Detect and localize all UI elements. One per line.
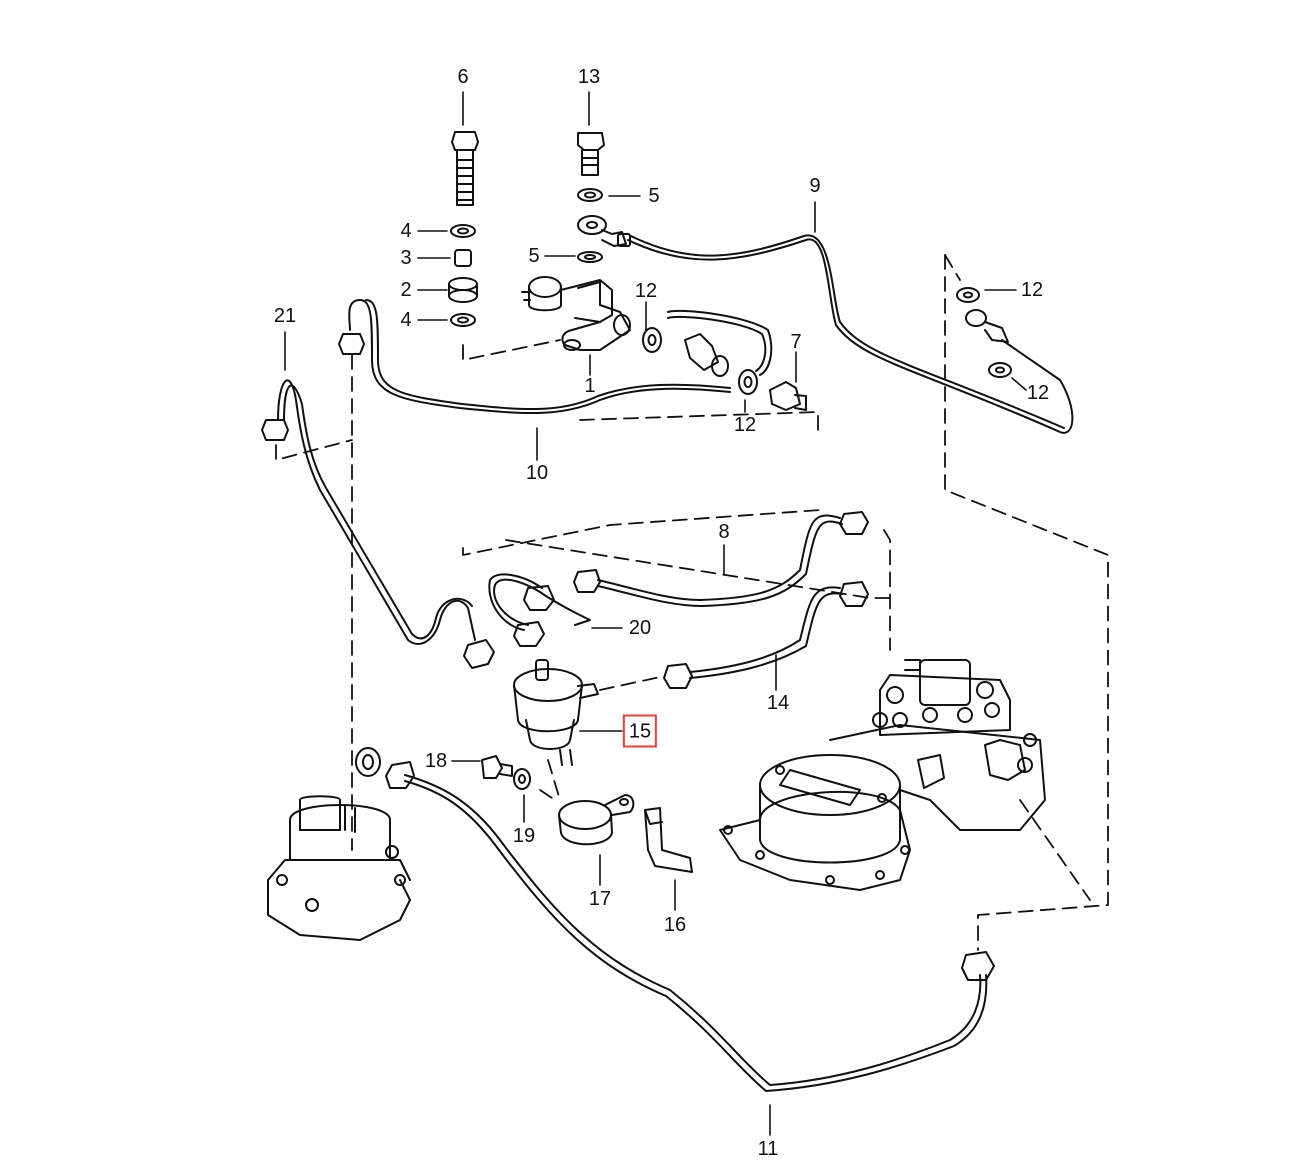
fitting-12-c xyxy=(965,309,1009,343)
assembly-dash-lines xyxy=(275,254,1109,951)
banjo-fitting xyxy=(577,215,631,247)
callout-8: 8 xyxy=(718,521,730,543)
valve-1 xyxy=(521,276,631,351)
callout-10: 10 xyxy=(525,462,549,484)
callout-20: 20 xyxy=(628,617,652,639)
callout-12-right-top: 12 xyxy=(1020,279,1044,301)
washer-12-a xyxy=(642,327,662,353)
washer-4-top xyxy=(450,224,476,238)
callout-14: 14 xyxy=(766,692,790,714)
washer-5-top xyxy=(577,188,603,202)
callout-17: 17 xyxy=(588,888,612,910)
callout-6: 6 xyxy=(457,66,469,88)
callout-15-highlighted[interactable]: 15 xyxy=(622,714,658,748)
washer-12-c xyxy=(956,287,980,303)
clamp-17 xyxy=(558,794,635,846)
callout-12-top: 12 xyxy=(634,280,658,302)
grommet-2 xyxy=(448,277,478,303)
bracket-16 xyxy=(644,807,693,873)
callout-9: 9 xyxy=(809,175,821,197)
bolt-6 xyxy=(451,131,479,206)
callout-4-top: 4 xyxy=(400,220,412,242)
callout-12-lower: 12 xyxy=(733,414,757,436)
fuel-distributor xyxy=(719,659,1046,891)
washer-4-bottom xyxy=(450,313,476,327)
callout-19: 19 xyxy=(512,825,536,847)
callout-13: 13 xyxy=(577,66,601,88)
callout-5-bottom: 5 xyxy=(528,245,540,267)
fitting-12-a xyxy=(684,333,729,377)
leader-lines xyxy=(284,91,1027,1136)
bolt-13 xyxy=(577,132,605,176)
callout-18: 18 xyxy=(424,750,448,772)
callout-21: 21 xyxy=(273,305,297,327)
callout-5-top: 5 xyxy=(648,185,660,207)
fuel-filter-15 xyxy=(513,659,599,766)
callout-2: 2 xyxy=(400,279,412,301)
callout-11: 11 xyxy=(757,1138,779,1160)
washer-19 xyxy=(513,768,531,790)
callout-4-bottom: 4 xyxy=(400,309,412,331)
washer-12-d xyxy=(988,362,1012,378)
callout-3: 3 xyxy=(400,247,412,269)
fitting-7 xyxy=(769,381,807,411)
spacer-3 xyxy=(454,249,472,267)
callout-1: 1 xyxy=(584,375,596,397)
pressure-regulator xyxy=(267,795,411,941)
fuel-pipes xyxy=(277,234,1074,1092)
bolt-18 xyxy=(481,755,513,779)
washer-5-bottom xyxy=(577,251,603,263)
callout-16: 16 xyxy=(663,914,687,936)
washer-12-b xyxy=(738,369,758,395)
callout-12-right-bottom: 12 xyxy=(1026,382,1050,404)
pipe-nuts xyxy=(261,333,995,981)
callout-7: 7 xyxy=(790,331,802,353)
